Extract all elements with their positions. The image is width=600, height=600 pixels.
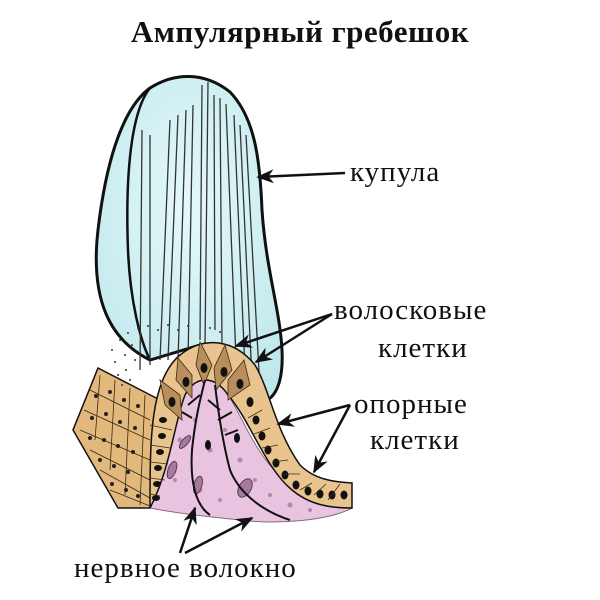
label-supporting-cells-line2: клетки (370, 424, 460, 456)
label-cupula: купула (350, 156, 441, 188)
otoconia-dots (111, 324, 221, 386)
label-hair-cells-line2: клетки (378, 332, 468, 364)
cupula (94, 75, 284, 403)
diagram-title: Ампулярный гребешок (130, 14, 470, 49)
ampulla-wall-cells (72, 366, 161, 509)
label-nerve-fiber: нервное волокно (74, 552, 297, 584)
label-supporting-cells-line1: опорные (354, 388, 468, 420)
label-hair-cells-line1: волосковые (334, 294, 488, 326)
nerve-fibers (181, 379, 291, 521)
cell-nuclei (152, 363, 348, 501)
sensory-epithelium (149, 340, 353, 509)
annotation-arrows (178, 169, 352, 555)
